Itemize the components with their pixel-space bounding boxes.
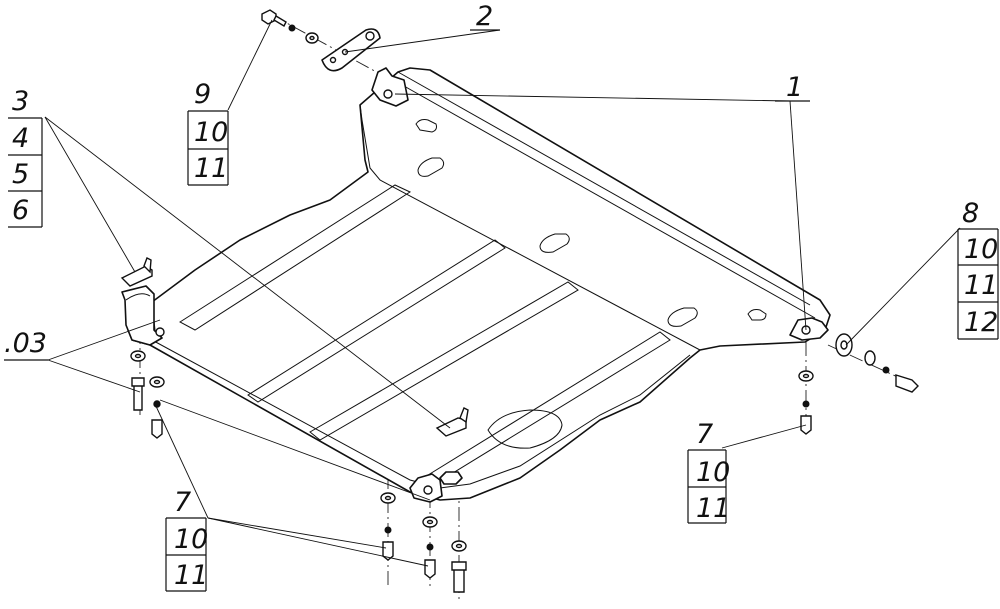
callout-label-11-top: 11 (194, 153, 228, 184)
center-hardware (120, 257, 469, 593)
callout-group-bottom-left: 7 10 11 (165, 487, 208, 592)
top-hardware (261, 9, 319, 44)
callout-2: 2 (476, 1, 493, 32)
callout-label-4: 4 (12, 123, 29, 154)
callout-label-03: .03 (4, 328, 47, 359)
left-hardware (130, 350, 165, 439)
callout-label-6: 6 (12, 195, 29, 226)
callout-label-8: 8 (962, 198, 979, 229)
callout-label-11-right: 11 (964, 270, 998, 301)
callout-label-11-bottom-left: 11 (174, 560, 208, 591)
leader-lines (44, 19, 961, 567)
skid-plate (121, 67, 831, 503)
callout-group-bottom-right: 7 10 11 (687, 419, 730, 524)
callout-label-10-right: 10 (964, 234, 998, 265)
bracket-plate (321, 28, 381, 72)
callout-label-7-left: 7 (174, 487, 191, 518)
right-hardware (835, 333, 919, 393)
callout-label-1: 1 (786, 72, 803, 103)
callout-label-9: 9 (194, 79, 211, 110)
callout-label-10-bottom-right: 10 (696, 457, 730, 488)
callout-group-left: 3 4 5 6 (8, 86, 43, 228)
callout-label-12: 12 (964, 307, 998, 338)
callout-1: 1 (786, 72, 803, 103)
callout-03: .03 (4, 328, 48, 361)
callout-group-top: 9 10 11 (187, 79, 229, 186)
callout-label-11-bottom-right: 11 (696, 493, 730, 524)
callout-label-2: 2 (476, 1, 493, 32)
callout-group-right: 8 10 11 12 (957, 198, 999, 340)
callout-label-7-right: 7 (696, 419, 713, 450)
callout-label-5: 5 (12, 159, 29, 190)
callout-label-10-top: 10 (194, 117, 228, 148)
right-bottom-hardware (798, 370, 814, 435)
callout-label-3: 3 (12, 86, 29, 117)
callout-label-10-bottom-left: 10 (174, 524, 208, 555)
